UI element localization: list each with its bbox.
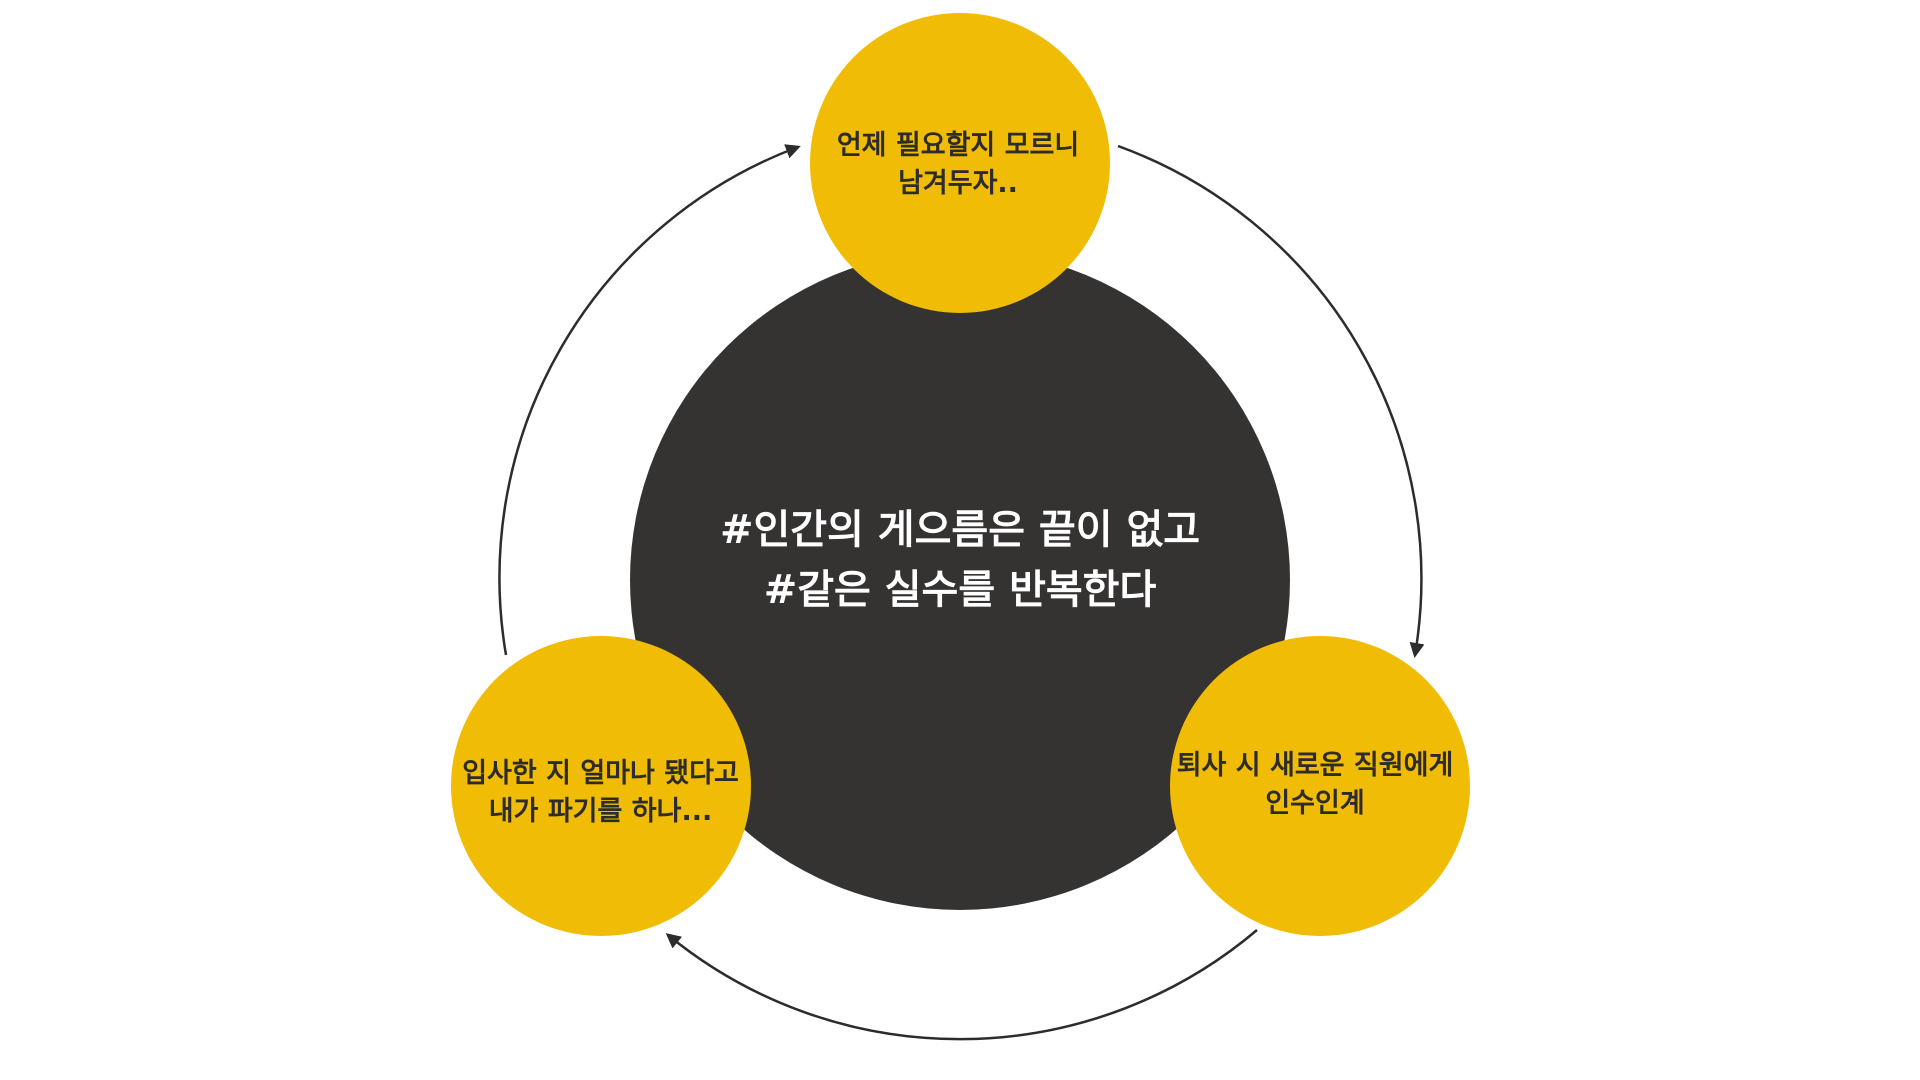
center-caption-line-1: #인간의 게으름은 끝이 없고 (719, 507, 1201, 553)
node-right-label-line-1: 퇴사 시 새로운 직원에게 (1176, 750, 1454, 781)
node-top-label-line-1: 언제 필요할지 모르니 (836, 130, 1080, 161)
node-circle-right (1170, 636, 1470, 936)
node-top-label: 언제 필요할지 모르니 남겨두자.. (808, 120, 1108, 210)
node-right-label-line-2: 인수인계 (1265, 788, 1365, 819)
center-caption-line-2: #같은 실수를 반복한다 (763, 567, 1157, 613)
node-top-label-line-2: 남겨두자.. (898, 168, 1018, 199)
node-right-label: 퇴사 시 새로운 직원에게 인수인계 (1165, 740, 1465, 830)
node-circle-top (810, 13, 1110, 313)
arrow-right-to-left (665, 929, 1258, 1041)
node-left-label: 입사한 지 얼마나 됐다고 내가 파기를 하나... (448, 748, 753, 838)
center-circle (630, 250, 1290, 910)
arrow-top-to-right (1117, 144, 1425, 658)
node-left-label-line-1: 입사한 지 얼마나 됐다고 (462, 758, 739, 789)
node-left-label-line-2: 내가 파기를 하나... (488, 796, 713, 827)
center-caption: #인간의 게으름은 끝이 없고 #같은 실수를 반복한다 (635, 480, 1285, 640)
node-circle-left (451, 636, 751, 936)
arrow-left-to-top (498, 144, 801, 656)
